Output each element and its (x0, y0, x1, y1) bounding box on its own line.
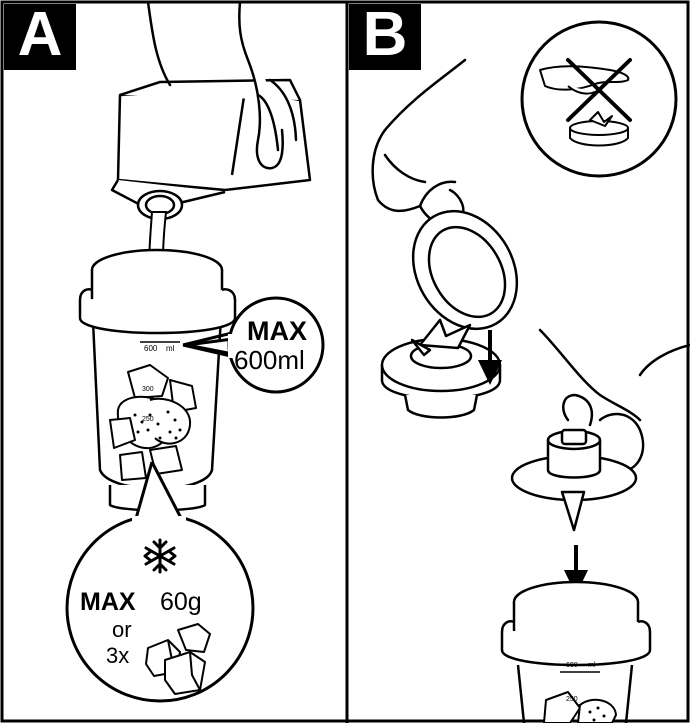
callout-joint-b (132, 516, 186, 526)
sealing-ring (392, 192, 537, 347)
frozen-max-weight: 60g (160, 588, 202, 617)
no-hand-near-blade-icon (522, 22, 676, 176)
liquid-max-value: 600ml (234, 345, 305, 376)
scale-label-250-b: 250 (566, 696, 578, 703)
panel-label-a: A (4, 4, 76, 70)
panel-label-b: B (349, 4, 421, 70)
liquid-max-label: MAX (247, 316, 307, 347)
scale-label-ml-b: ml (588, 662, 595, 669)
frozen-count-label: 3x (106, 643, 129, 669)
scale-label-ml-a: ml (166, 344, 174, 353)
frozen-or-label: or (112, 617, 132, 643)
fruit-and-ice-b (544, 692, 616, 723)
scale-label-300-a: 300 (142, 386, 154, 393)
hand-with-seal (373, 60, 465, 224)
scale-label-600-b: 600 (566, 662, 578, 669)
frozen-max-label: MAX (80, 588, 136, 617)
scale-label-250-a: 250 (142, 416, 154, 423)
scale-label-600-a: 600 (144, 344, 157, 353)
